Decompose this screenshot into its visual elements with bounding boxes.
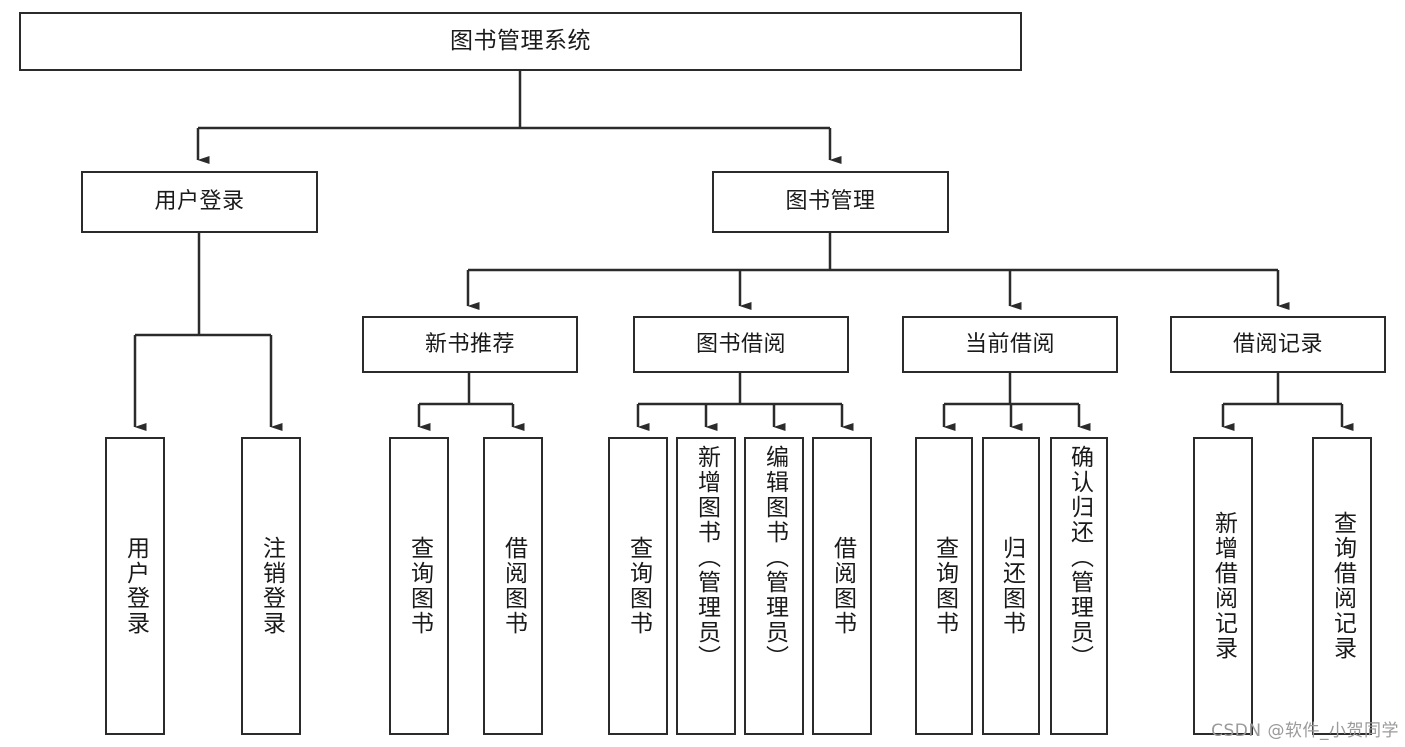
- node-borrow-record[interactable]: 借阅记录: [1170, 316, 1386, 373]
- node-label: 图书借阅: [695, 331, 786, 357]
- node-label: 图书管理系统: [450, 27, 591, 54]
- leaf-new-book-query-book[interactable]: 查询图书: [389, 437, 449, 735]
- node-root-book-management-system[interactable]: 图书管理系统: [19, 12, 1022, 71]
- leaf-user-login-do-login[interactable]: 用户登录: [105, 437, 165, 735]
- node-label: 用户登录: [122, 536, 149, 636]
- leaf-user-login-logout[interactable]: 注销登录: [241, 437, 301, 735]
- node-label: 注销登录: [258, 536, 285, 636]
- node-label: 当前借阅: [964, 331, 1055, 357]
- node-label: 用户登录: [154, 189, 245, 215]
- node-label: 图书管理: [785, 189, 876, 215]
- node-current-borrow[interactable]: 当前借阅: [902, 316, 1118, 373]
- node-label: 新增借阅记录: [1210, 511, 1237, 661]
- node-label: 确认归还（管理员）: [1066, 445, 1093, 670]
- node-label: 借阅图书: [500, 536, 527, 636]
- leaf-book-borrow-borrow-book[interactable]: 借阅图书: [812, 437, 872, 735]
- leaf-new-book-borrow-book[interactable]: 借阅图书: [483, 437, 543, 735]
- leaf-book-borrow-query-book[interactable]: 查询图书: [608, 437, 668, 735]
- node-label: 新增图书（管理员）: [693, 445, 720, 670]
- leaf-book-borrow-edit-book-admin[interactable]: 编辑图书（管理员）: [744, 437, 804, 735]
- node-new-book-recommend[interactable]: 新书推荐: [362, 316, 578, 373]
- node-user-login[interactable]: 用户登录: [81, 171, 318, 233]
- csdn-watermark: CSDN @软件_小贺同学: [1211, 721, 1399, 741]
- leaf-current-borrow-confirm-return-admin[interactable]: 确认归还（管理员）: [1050, 437, 1108, 735]
- node-label: 借阅记录: [1232, 331, 1323, 357]
- leaf-book-borrow-add-book-admin[interactable]: 新增图书（管理员）: [676, 437, 736, 735]
- leaf-borrow-record-add-record[interactable]: 新增借阅记录: [1193, 437, 1253, 735]
- node-label: 查询图书: [625, 536, 652, 636]
- node-label: 查询借阅记录: [1329, 511, 1356, 661]
- node-book-management[interactable]: 图书管理: [712, 171, 949, 233]
- node-label: 查询图书: [931, 536, 958, 636]
- node-label: 归还图书: [998, 536, 1025, 636]
- leaf-current-borrow-query-book[interactable]: 查询图书: [915, 437, 973, 735]
- node-label: 编辑图书（管理员）: [761, 445, 788, 670]
- node-label: 借阅图书: [829, 536, 856, 636]
- node-book-borrow[interactable]: 图书借阅: [633, 316, 849, 373]
- leaf-current-borrow-return-book[interactable]: 归还图书: [982, 437, 1040, 735]
- node-label: 查询图书: [406, 536, 433, 636]
- leaf-borrow-record-query-record[interactable]: 查询借阅记录: [1312, 437, 1372, 735]
- node-label: 新书推荐: [424, 331, 515, 357]
